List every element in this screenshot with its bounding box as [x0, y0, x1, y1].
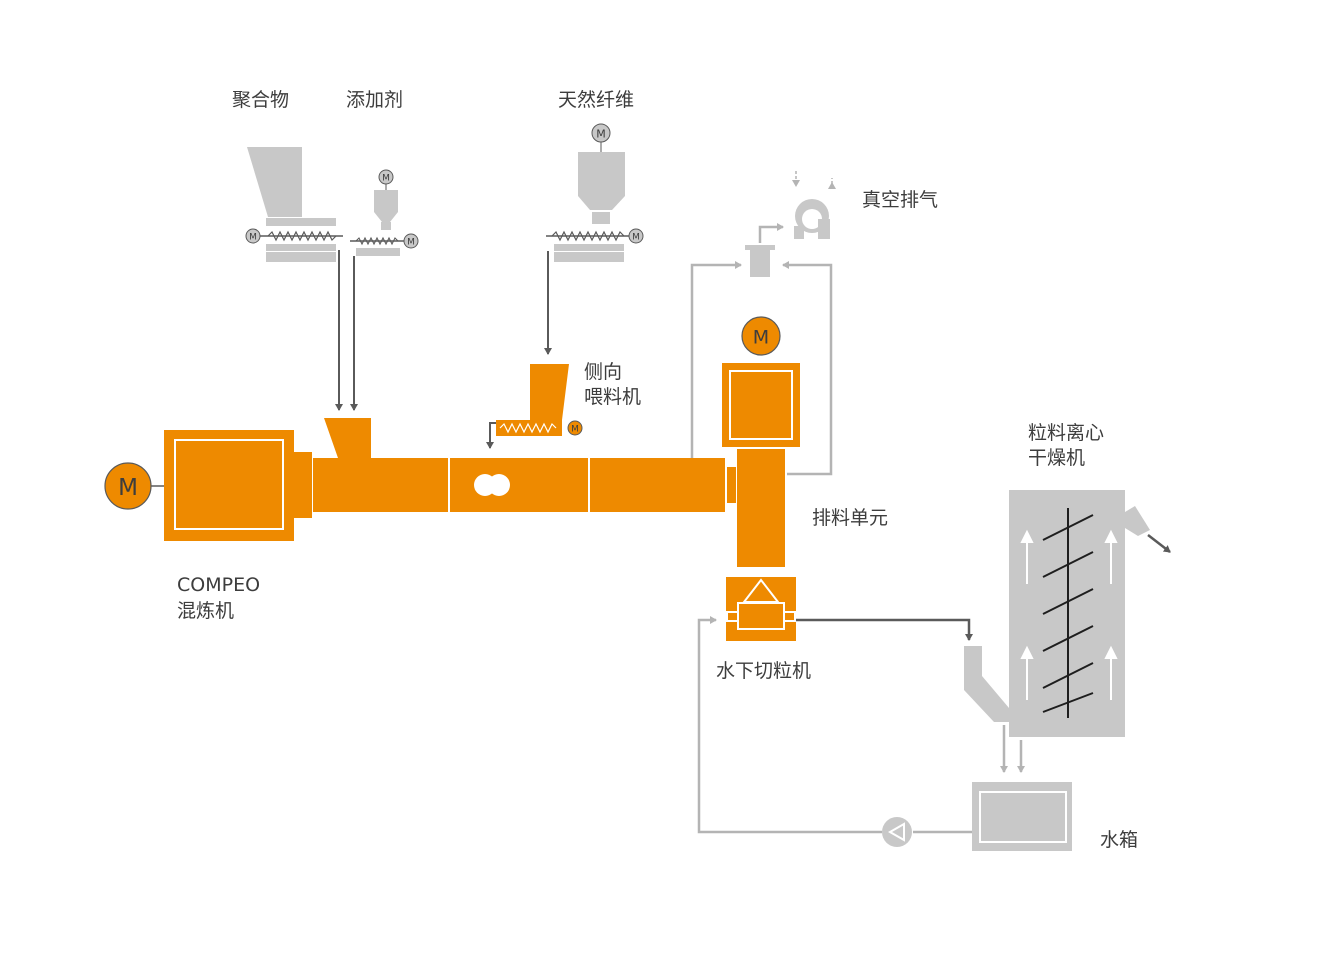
pellet-dryer — [964, 490, 1171, 737]
label-underwater-pelletizer: 水下切粒机 — [716, 660, 812, 682]
label-side-feeder-1: 侧向 — [584, 361, 623, 383]
water-return-line-2 — [697, 616, 882, 834]
polymer-feeder: M — [245, 147, 343, 262]
additive-feeder-motor-icon: M — [407, 238, 415, 248]
vacuum-pump — [792, 171, 836, 239]
vacuum-dome — [750, 249, 770, 277]
underwater-pelletizer — [726, 577, 796, 641]
label-additive: 添加剂 — [346, 89, 404, 111]
water-pump-icon — [882, 817, 912, 847]
label-side-feeder-2: 喂料机 — [584, 386, 642, 408]
label-dryer-2: 干燥机 — [1028, 447, 1086, 469]
additive-feeder: M M — [350, 169, 419, 256]
label-compeo: COMPEO — [177, 574, 261, 596]
vacuum-line-up — [758, 223, 784, 243]
vent-line-right — [782, 261, 833, 476]
main-hopper — [324, 418, 371, 458]
slurry-line — [796, 618, 973, 641]
label-dryer-1: 粒料离心 — [1028, 422, 1105, 444]
label-natural-fiber: 天然纤维 — [558, 89, 635, 111]
label-mixer: 混炼机 — [177, 600, 235, 622]
fiber-feeder-motor-icon: M — [632, 233, 640, 243]
dryer-inlet — [964, 646, 1009, 722]
label-vacuum-degassing: 真空排气 — [862, 189, 939, 211]
fiber-hopper-motor-icon: M — [596, 128, 606, 141]
water-tank — [972, 782, 1072, 851]
polymer-feeder-motor-icon: M — [249, 233, 257, 243]
discharge-motor-label: M — [753, 327, 769, 349]
compeo-mixer: M — [104, 418, 736, 541]
label-polymer: 聚合物 — [232, 89, 290, 111]
additive-hopper-motor-icon: M — [382, 174, 390, 184]
discharge-unit: M — [722, 316, 800, 567]
vent-line-left — [690, 261, 742, 458]
main-motor-icon — [104, 462, 152, 510]
fiber-feeder: M M — [546, 123, 644, 262]
label-discharge-unit: 排料单元 — [812, 507, 889, 529]
side-feeder: M — [486, 364, 583, 449]
label-water-tank: 水箱 — [1100, 829, 1139, 851]
twin-screw-right — [488, 474, 510, 496]
side-feeder-motor-icon: M — [571, 425, 579, 435]
main-motor-label: M — [118, 475, 138, 501]
